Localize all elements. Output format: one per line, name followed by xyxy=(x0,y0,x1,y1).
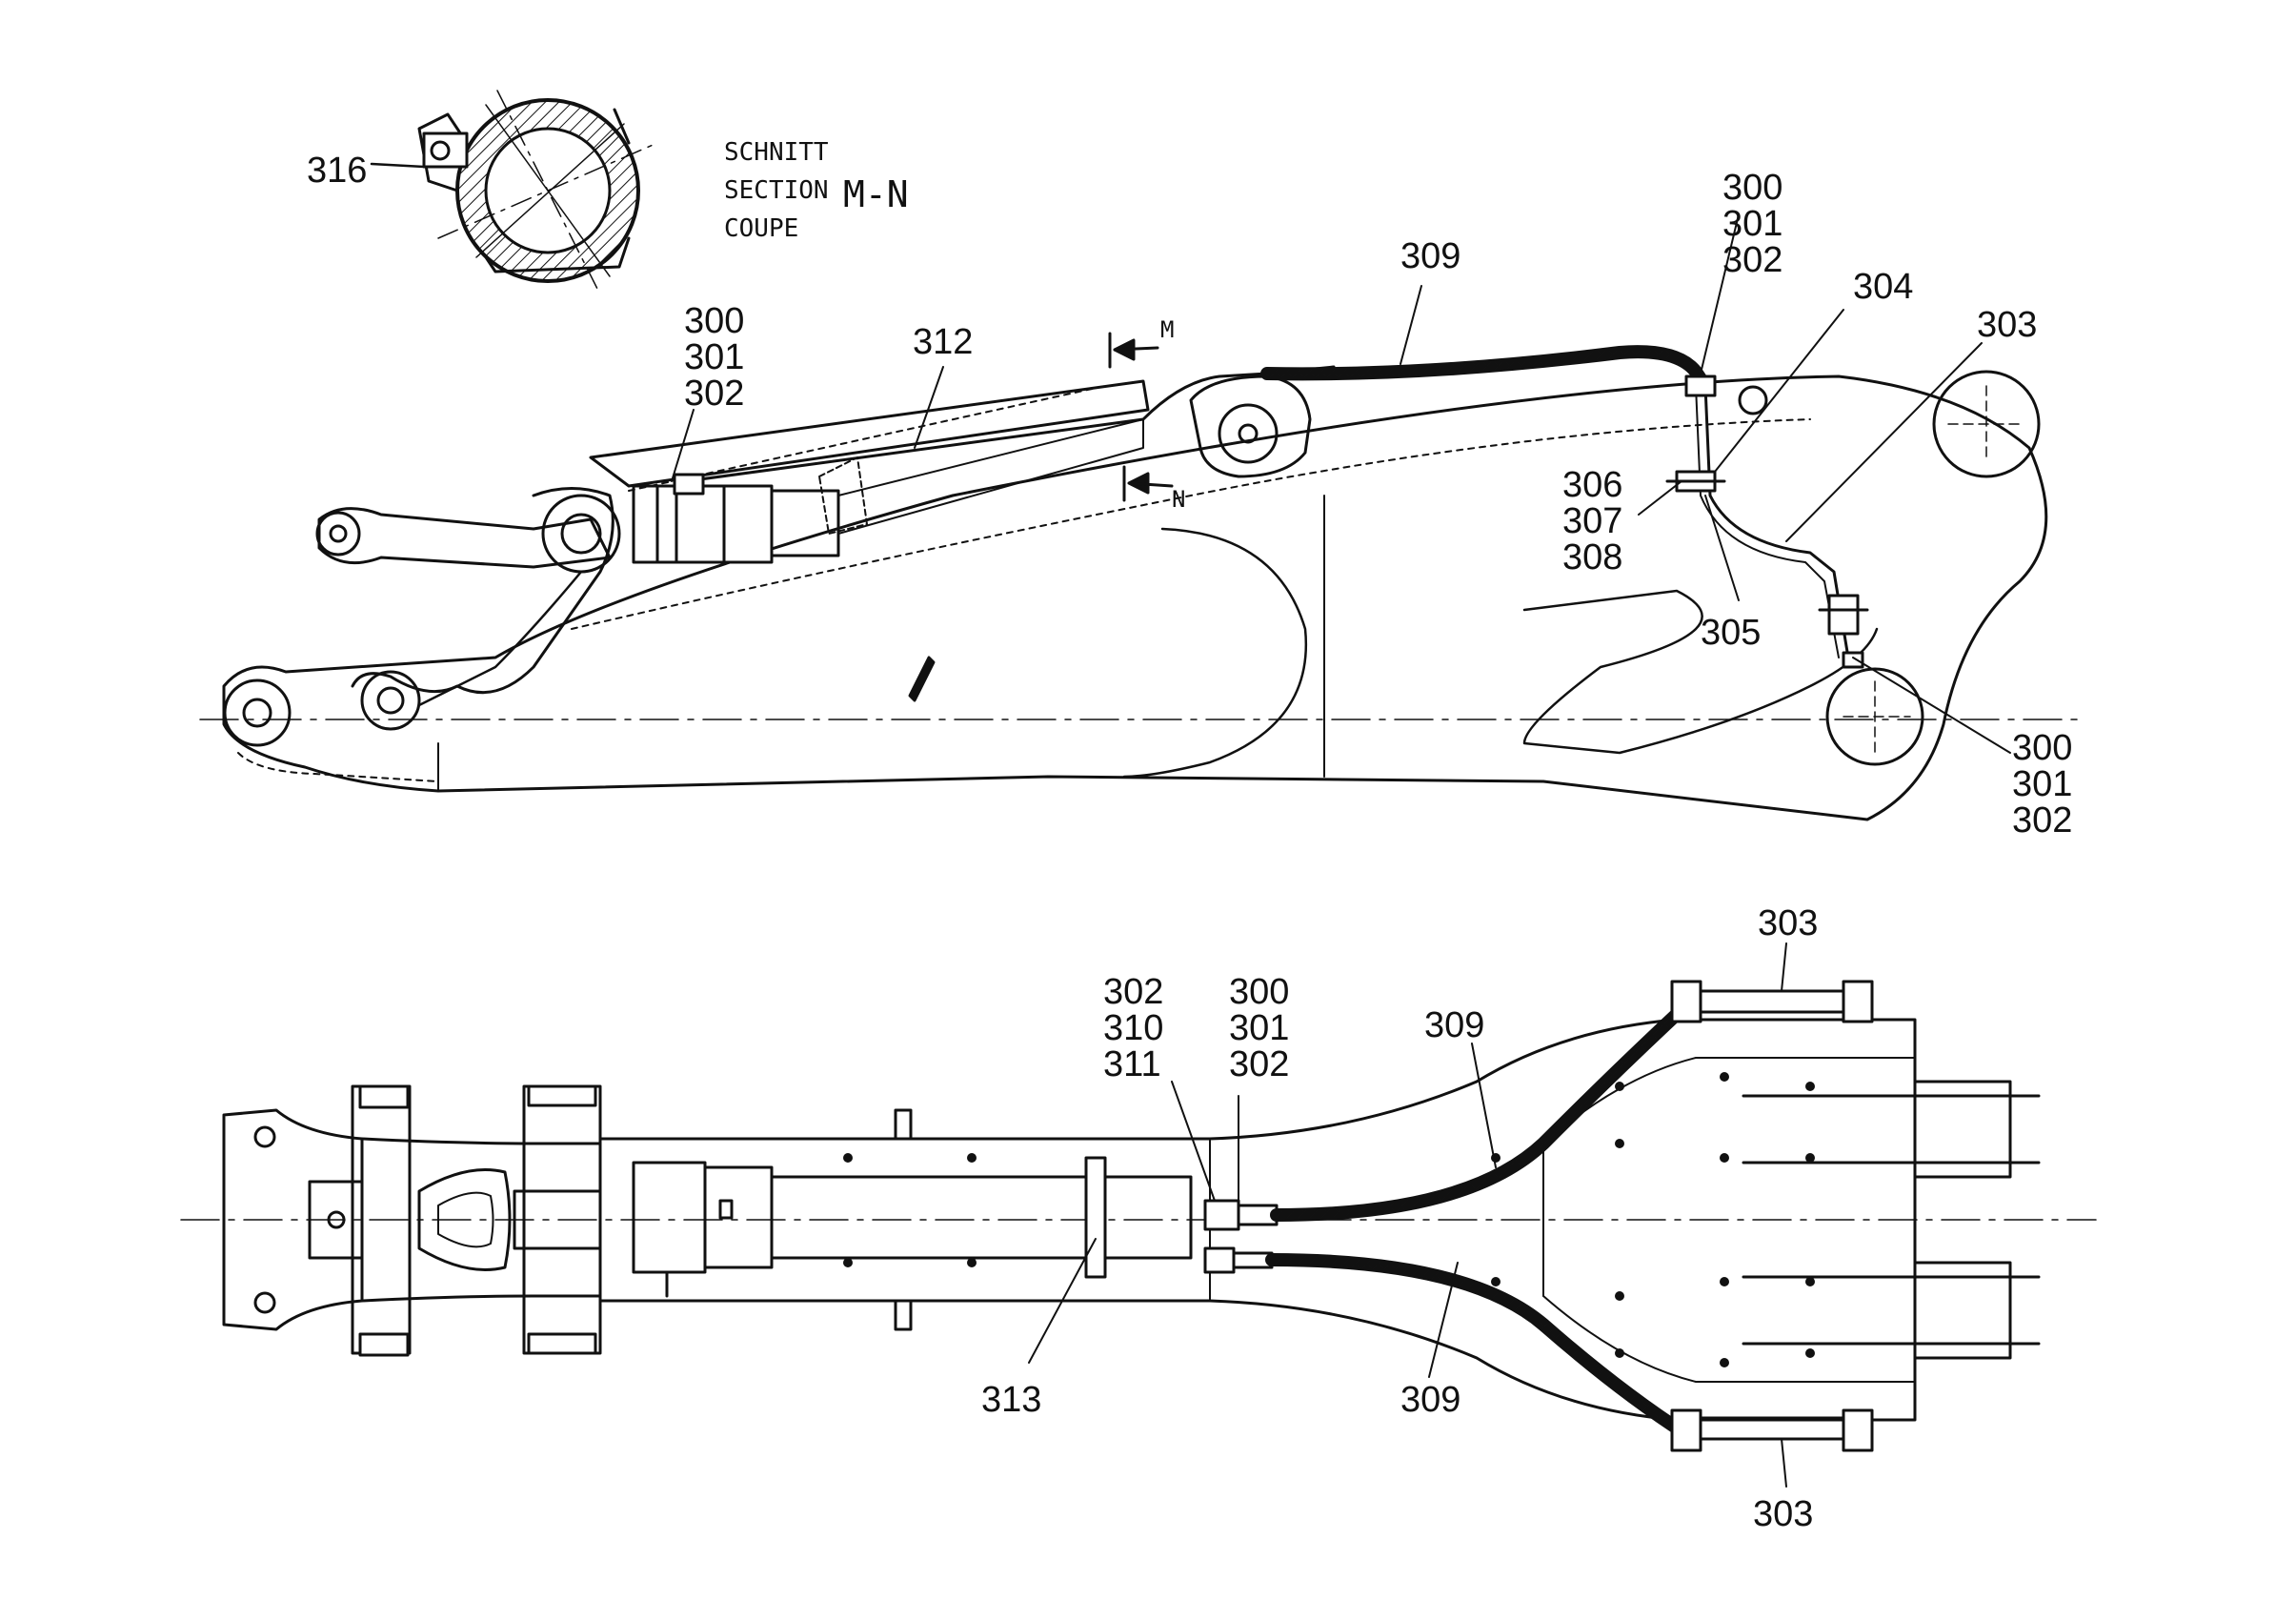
part-label-303-top: 303 xyxy=(1758,903,1819,943)
cut-mark-n: N xyxy=(1172,486,1186,513)
cut-mark-m: M xyxy=(1160,316,1175,343)
section-mn-detail xyxy=(370,90,658,292)
part-stack-a-3: 311 xyxy=(1103,1044,1161,1084)
part-stack-right-1: 300 xyxy=(2012,728,2073,768)
boom-side-view xyxy=(199,213,2087,821)
part-stack-left-3: 302 xyxy=(684,374,745,414)
part-label-312: 312 xyxy=(913,322,974,362)
part-stack-a-1: 302 xyxy=(1103,972,1164,1012)
part-stack-left: 300 301 302 xyxy=(684,303,744,412)
part-stack-mid: 306 307 308 xyxy=(1562,467,1622,576)
part-stack-left-1: 300 xyxy=(684,301,745,341)
part-label-305: 305 xyxy=(1701,613,1762,653)
part-stack-a-2: 310 xyxy=(1103,1008,1164,1048)
part-label-316: 316 xyxy=(307,151,368,191)
part-stack-b-3: 302 xyxy=(1229,1044,1290,1084)
section-title-block: SCHNITT SECTION COUPE xyxy=(724,133,829,248)
section-line-schnitt: SCHNITT xyxy=(724,138,829,167)
part-stack-top-3: 302 xyxy=(1722,240,1783,280)
part-stack-left-2: 301 xyxy=(684,337,745,377)
part-stack-right-3: 302 xyxy=(2012,800,2073,840)
part-stack-top-1: 300 xyxy=(1722,168,1783,208)
part-label-303-side: 303 xyxy=(1977,305,2038,345)
part-label-313: 313 xyxy=(981,1380,1042,1420)
part-stack-right: 300 301 302 xyxy=(2012,730,2072,839)
part-stack-a: 302 310 311 xyxy=(1103,974,1163,1083)
part-label-304: 304 xyxy=(1853,267,1914,307)
section-line-section: SECTION xyxy=(724,176,829,205)
part-stack-mid-3: 308 xyxy=(1562,537,1623,577)
part-stack-top-2: 301 xyxy=(1722,204,1783,244)
part-stack-right-2: 301 xyxy=(2012,764,2073,804)
part-stack-b-1: 300 xyxy=(1229,972,1290,1012)
part-label-303-bottom: 303 xyxy=(1753,1494,1814,1534)
boom-top-view xyxy=(180,942,2097,1488)
part-label-309-bottom: 309 xyxy=(1400,1380,1461,1420)
part-label-309-side: 309 xyxy=(1400,236,1461,276)
part-label-309-top: 309 xyxy=(1424,1005,1485,1045)
part-stack-b: 300 301 302 xyxy=(1229,974,1289,1083)
part-stack-top: 300 301 302 xyxy=(1722,170,1782,278)
part-stack-mid-1: 306 xyxy=(1562,465,1623,505)
part-stack-mid-2: 307 xyxy=(1562,501,1623,541)
part-stack-b-2: 301 xyxy=(1229,1008,1290,1048)
section-line-coupe: COUPE xyxy=(724,214,799,243)
section-name: M-N xyxy=(843,173,909,215)
